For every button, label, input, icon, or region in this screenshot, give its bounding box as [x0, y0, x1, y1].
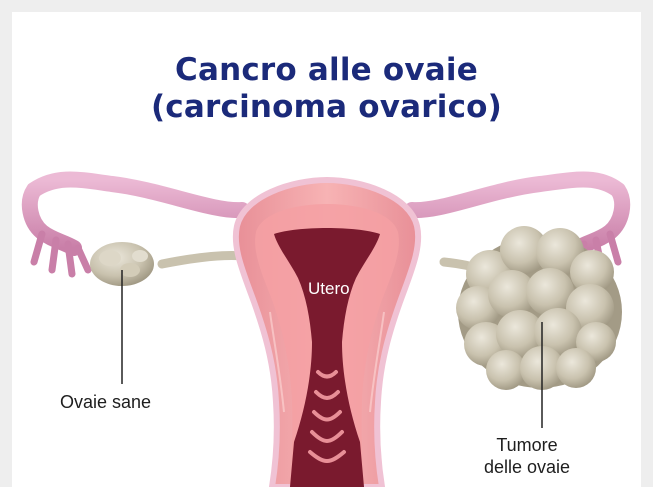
ovarian-tumor-label-line2: delle ovaie — [484, 456, 570, 478]
uterus-label: Utero — [308, 279, 350, 299]
ovarian-tumor-label-line1: Tumore — [484, 434, 570, 456]
ovarian-tumor-label: Tumore delle ovaie — [484, 434, 570, 478]
left-ovarian-ligament — [162, 255, 244, 264]
ovarian-tumor — [456, 226, 622, 390]
page-title: Cancro alle ovaie — [12, 52, 641, 88]
healthy-ovaries-label: Ovaie sane — [60, 392, 151, 413]
uterus — [236, 180, 418, 487]
illustration-card: Cancro alle ovaie (carcinoma ovarico) Ov… — [12, 12, 641, 487]
page-subtitle: (carcinoma ovarico) — [12, 89, 641, 125]
